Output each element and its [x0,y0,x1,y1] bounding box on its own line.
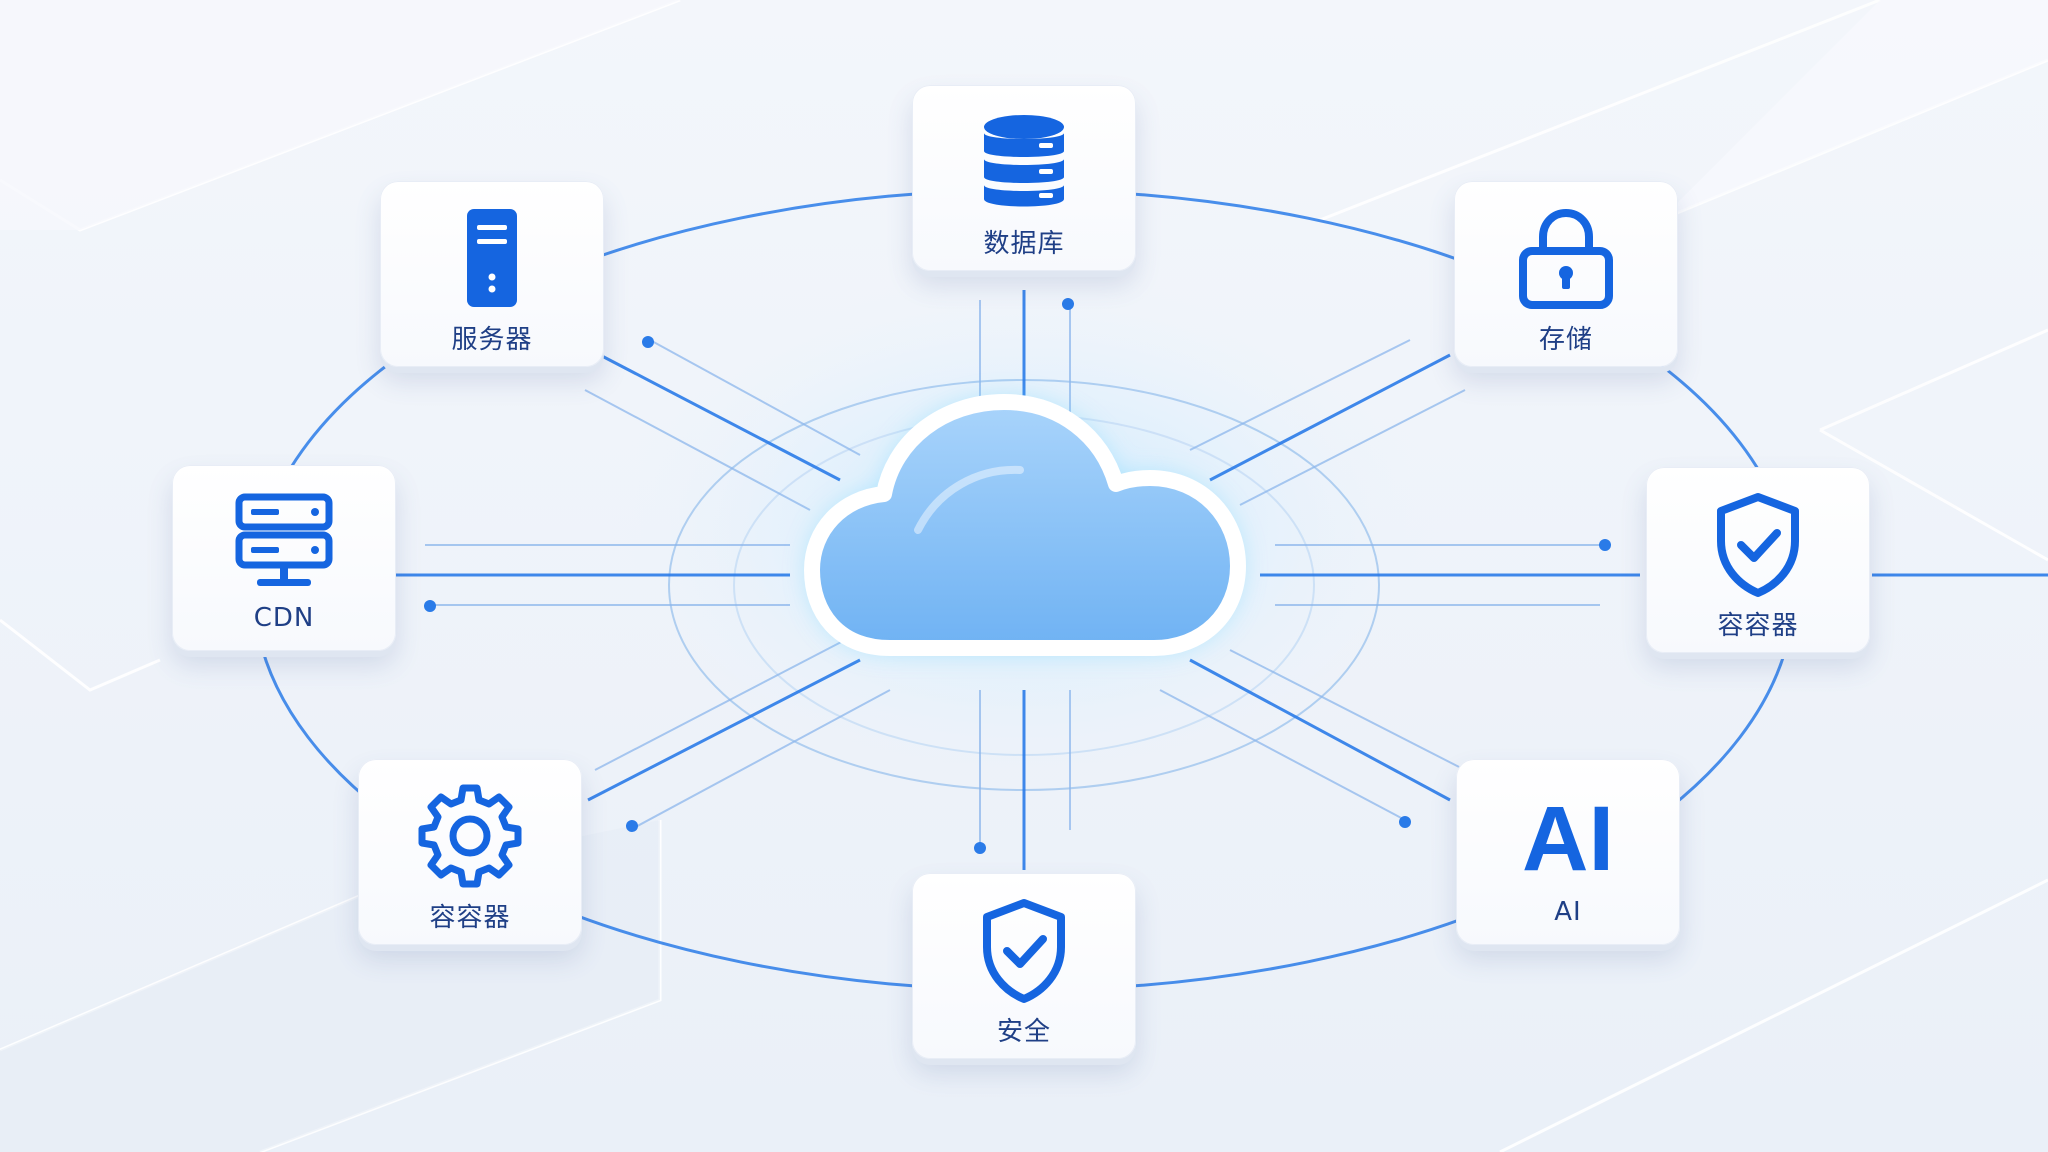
node-label: 安全 [996,1017,1051,1047]
network-server-icon [229,487,339,597]
shield-check-icon [969,895,1079,1005]
node-label: 容容器 [429,903,511,933]
database-icon [969,107,1079,217]
node-server[interactable]: 服务器 [380,181,604,367]
node-label: CDN [253,603,315,633]
connector-lines [395,290,2048,870]
cloud-icon [804,394,1246,656]
node-label: 数据库 [983,229,1065,259]
node-ai[interactable]: AI AI [1456,759,1680,945]
node-storage[interactable]: 存储 [1454,181,1678,367]
ai-text-icon: AI [1522,788,1614,890]
node-label: 容容器 [1717,611,1799,641]
server-icon [437,203,547,313]
node-database[interactable]: 数据库 [912,85,1136,271]
endpoint-dots [424,298,1611,854]
node-label: 存储 [1538,325,1593,355]
lock-icon [1511,203,1621,313]
node-label: 服务器 [451,325,533,355]
node-cdn[interactable]: CDN [172,465,396,651]
cloud-hub[interactable] [798,380,1252,662]
node-security[interactable]: 安全 [912,873,1136,1059]
node-label: AI [1554,897,1582,927]
gear-icon [415,781,525,891]
shield-check-icon [1703,489,1813,599]
node-container-left[interactable]: 容容器 [358,759,582,945]
node-container-right[interactable]: 容容器 [1646,467,1870,653]
